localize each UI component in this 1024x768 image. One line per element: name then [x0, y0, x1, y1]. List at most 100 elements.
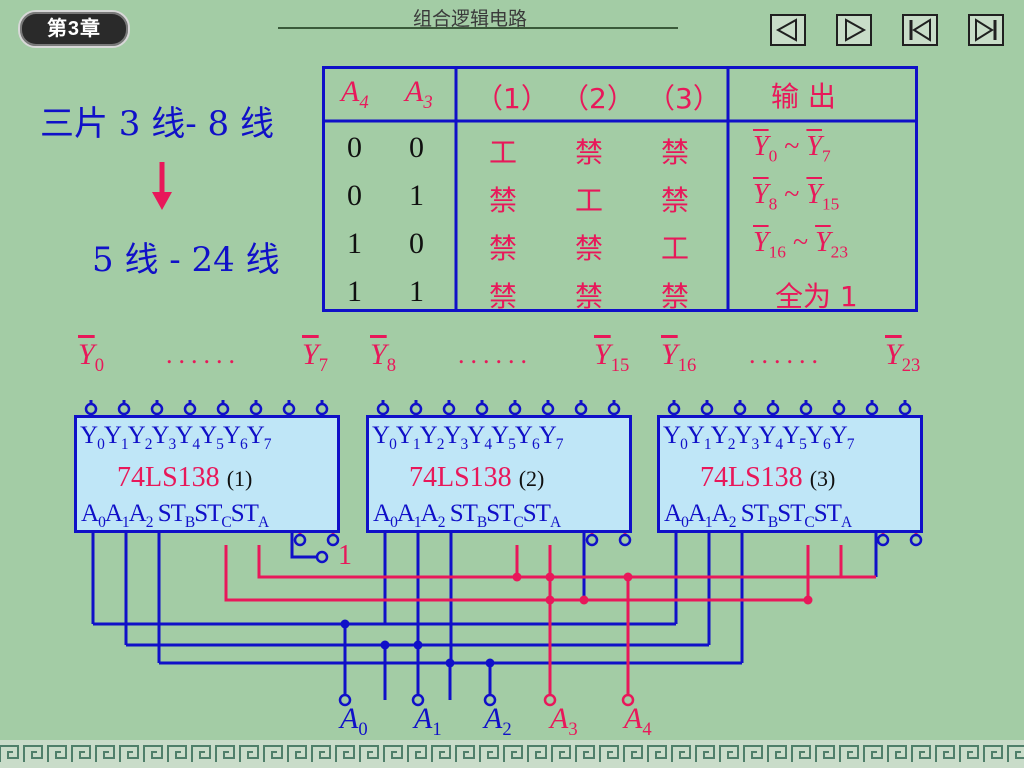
table-cell-a4: 0	[347, 131, 362, 164]
chip-input-pins: A0A1A2 STBSTCSTA	[373, 500, 561, 531]
input-terminal-a3	[543, 693, 557, 707]
junction-dot	[485, 658, 495, 668]
ellipsis: ......	[749, 340, 824, 369]
border-motif	[407, 745, 427, 762]
border-motif	[239, 745, 259, 762]
output-range-end-label: Y23	[885, 338, 921, 376]
table-cell-a3: 1	[409, 275, 424, 308]
junction-dot	[413, 640, 423, 650]
table-cell-chip-2: 禁	[575, 280, 604, 313]
border-motif	[623, 745, 643, 762]
chip-output-pins: Y0Y1Y2Y3Y4Y5Y6Y7	[80, 422, 271, 453]
output-range-start-label: Y0	[78, 338, 104, 376]
enable-pin-bubble	[293, 533, 307, 547]
border-motif	[23, 745, 43, 762]
table-cell-output: 全为 1	[775, 280, 858, 313]
sta-chip1-wire	[290, 533, 316, 559]
table-cell-chip-3: 工	[661, 232, 690, 265]
table-cell-chip-2: 禁	[575, 232, 604, 265]
output-pin-bubble	[541, 402, 555, 416]
circuit-wiring	[84, 400, 923, 707]
border-motif	[815, 745, 835, 762]
border-motif	[71, 745, 91, 762]
next-icon	[845, 18, 867, 42]
chip-output-pins: Y0Y1Y2Y3Y4Y5Y6Y7	[372, 422, 563, 453]
chip-name: 74LS138 (1)	[117, 462, 253, 493]
border-motif	[335, 745, 355, 762]
border-motif	[599, 745, 619, 762]
enable-pin-bubble	[585, 533, 599, 547]
title-underline	[278, 27, 678, 29]
table-cell-chip-3: 禁	[661, 280, 690, 313]
border-motif	[143, 745, 163, 762]
output-pin-bubble	[282, 402, 296, 416]
chapter-badge: 第3章	[18, 10, 130, 48]
border-motif	[0, 745, 19, 762]
down-arrow-icon	[152, 162, 172, 210]
table-cell-chip-3: 禁	[661, 136, 690, 169]
output-pin-bubble	[898, 402, 912, 416]
output-pin-bubble	[733, 402, 747, 416]
output-range-end-label: Y7	[302, 338, 328, 376]
output-range-start-label: Y8	[370, 338, 396, 376]
border-motif	[47, 745, 67, 762]
input-terminal	[338, 693, 352, 707]
table-cell-chip-3: 禁	[661, 184, 690, 217]
enable-pin-bubble	[876, 533, 890, 547]
chip-output-pins: Y0Y1Y2Y3Y4Y5Y6Y7	[663, 422, 854, 453]
prev-button[interactable]	[770, 14, 806, 46]
input-terminal	[411, 693, 425, 707]
output-pin-bubble	[799, 402, 813, 416]
table-cell-chip-1: 禁	[489, 280, 518, 313]
output-pin-bubble	[700, 402, 714, 416]
junction-dot	[380, 640, 390, 650]
output-pin-bubble	[607, 402, 621, 416]
header-a4: A4	[341, 75, 369, 113]
chip-input-pins: A0A1A2 STBSTCSTA	[81, 500, 269, 531]
table-cell-chip-1: 禁	[489, 232, 518, 265]
output-pin-bubble	[409, 402, 423, 416]
input-label-a0: A0	[340, 702, 368, 740]
output-pin-bubble	[442, 402, 456, 416]
junction-dot	[623, 572, 633, 582]
table-cell-a3: 0	[409, 227, 424, 260]
border-motif	[767, 745, 787, 762]
output-pin-bubble	[84, 402, 98, 416]
enable-pin-bubble	[618, 533, 632, 547]
junction-dot	[803, 595, 813, 605]
border-motif	[719, 745, 739, 762]
border-motif	[1007, 745, 1024, 762]
border-motif	[647, 745, 667, 762]
chip-input-pins: A0A1A2 STBSTCSTA	[664, 500, 852, 531]
table-cell-a4: 1	[347, 275, 362, 308]
a4-wire	[257, 545, 876, 579]
output-pin-bubble	[766, 402, 780, 416]
output-pin-bubble	[216, 402, 230, 416]
input-label-a3: A3	[550, 702, 578, 740]
output-pin-bubble	[508, 402, 522, 416]
table-cell-chip-1: 工	[489, 136, 518, 169]
table-cell-a3: 1	[409, 179, 424, 212]
last-button[interactable]	[968, 14, 1004, 46]
a3-wire	[224, 545, 810, 602]
first-button[interactable]	[902, 14, 938, 46]
border-motif	[359, 745, 379, 762]
border-motif	[743, 745, 763, 762]
input-label-a1: A1	[414, 702, 442, 740]
enable-pin-bubble	[326, 533, 340, 547]
prev-icon	[775, 18, 797, 42]
ellipsis: ......	[166, 340, 241, 369]
border-motif	[671, 745, 691, 762]
note-line-1: 三片 3 线- 8 线	[40, 104, 274, 144]
border-motif	[839, 745, 859, 762]
border-motif	[431, 745, 451, 762]
border-motif	[959, 745, 979, 762]
output-pin-bubble	[150, 402, 164, 416]
high-level-terminal	[315, 550, 329, 564]
output-pin-bubble	[475, 402, 489, 416]
output-pin-bubble	[832, 402, 846, 416]
border-motif	[311, 745, 331, 762]
border-motif	[263, 745, 283, 762]
next-button[interactable]	[836, 14, 872, 46]
